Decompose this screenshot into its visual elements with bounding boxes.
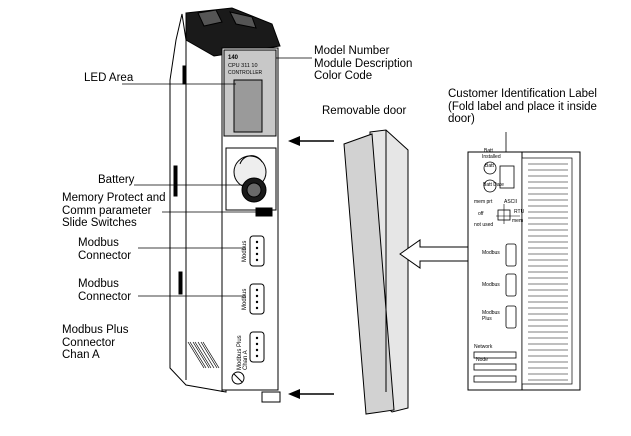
label-modbus-connector-2-line-1: Modbus [78,278,119,290]
label-memory-protect-group: Memory Protect and Comm parameter Slide … [62,192,166,230]
label-battery: Battery [98,174,135,186]
lbl-batt-date: Batt Date [483,182,504,188]
lbl-node: Node [476,357,488,363]
removable-door [343,129,409,415]
lbl-modbus-1: Modbus [482,250,500,256]
slide-switches [255,207,273,217]
lbl-modbus-2: Modbus [482,282,500,288]
module-side-body [169,13,227,393]
module-port-3-text-a: Modbus Plus [237,335,243,370]
label-modbus-connector-2-line-2: Connector [78,290,132,303]
label-customer-line-1: Customer Identification Label [448,88,597,100]
label-modbus-port-2 [505,273,517,297]
label-customer-line-2: (Fold label and place it inside [448,100,597,113]
lbl-mem-prt: mem prt [474,199,493,205]
module-model-number: 140 [228,55,239,61]
lbl-ascii: ASCII [504,199,517,205]
lbl-batt-installed-2: Installed [482,154,501,160]
lbl-rtu: RTU [514,209,525,215]
lbl-not-used: not used [474,222,493,228]
label-customer-line-3: door) [448,113,475,125]
label-model-number-group: Model Number Module Description Color Co… [314,45,412,83]
barcode-graphic [187,341,220,369]
module-model-sub: CONTROLLER [228,70,263,76]
label-modbus-plus-group: Modbus Plus Connector Chan A [62,324,128,362]
module-port-3-text-b: Chan A [243,350,249,370]
module-bottom-tab [261,391,281,403]
label-modbus-plus-line-1: Modbus Plus [62,324,129,336]
ascii-box [499,165,515,189]
label-led-area: LED Area [84,72,134,84]
node-field [473,363,517,371]
lbl-mem: mem [512,218,523,224]
label-modbus-plus-port [505,305,517,329]
label-modbus-plus-line-3: Chan A [62,349,100,361]
label-color-code: Color Code [314,70,373,82]
label-memory-line-2: Comm parameter [62,204,152,217]
arrow-bottom [288,389,334,399]
label-model-number: Model Number [314,45,390,57]
network-field [473,351,517,359]
led-area-window [233,79,263,133]
lbl-modbus-plus-1: Modbus [482,310,500,316]
lbl-network: Network [474,344,493,350]
label-memory-line-3: Slide Switches [62,217,137,229]
batt-installed-circle [483,161,497,175]
label-modbus-connector-1: Modbus Connector [78,237,131,262]
label-module-description: Module Description [314,57,413,70]
modbus-port-1 [249,235,265,267]
label-modbus-port-1 [505,243,517,267]
lbl-off: off [478,211,484,217]
modbus-plus-port [249,331,265,363]
label-removable-door: Removable door [322,105,407,117]
label-modbus-plus-line-2: Connector [62,336,116,349]
label-modbus-connector-1-line-1: Modbus [78,237,119,249]
module-port-1-text: Modbus [242,241,248,262]
label-modbus-connector-1-line-2: Connector [78,249,132,262]
modbus-port-2 [249,283,265,315]
label-memory-line-1: Memory Protect and [62,192,166,204]
lbl-modbus-plus-2: Plus [482,316,492,322]
lbl-batt-installed-1: Batt [484,148,494,154]
module-model-desc: CPU 311 10 [228,63,258,69]
extra-field [473,375,517,383]
lbl-batt: Batt [485,163,495,169]
label-grid [521,157,573,385]
batt-date-circle [483,179,497,193]
label-modbus-connector-2: Modbus Connector [78,278,131,303]
module-port-2-text: Modbus [242,289,248,310]
label-customer-id-group: Customer Identification Label (Fold labe… [448,88,597,126]
leader-lines [122,57,507,297]
arrow-top [288,136,334,146]
plc-module [169,7,281,403]
